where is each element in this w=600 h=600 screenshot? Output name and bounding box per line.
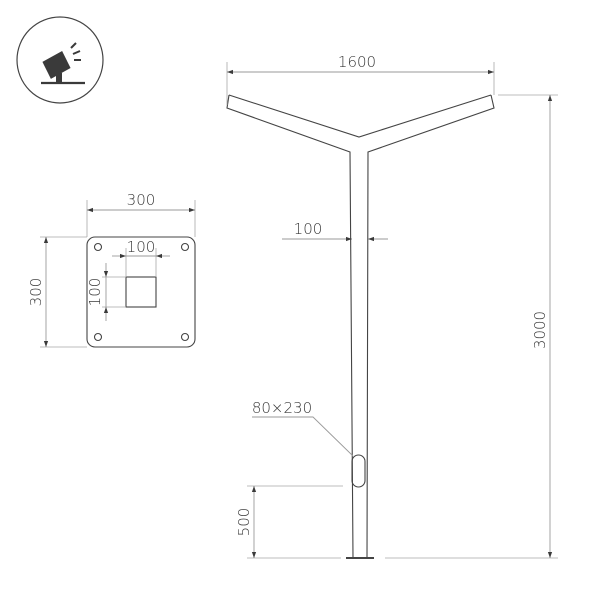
hatch-height-label: 500 [235, 508, 253, 537]
pole-height-label: 3000 [531, 311, 549, 349]
pole-diameter-label: 100 [294, 220, 323, 238]
opening-height-label: 100 [86, 278, 104, 307]
pole-view: 1600 100 3000 80×230 500 [226, 53, 558, 559]
span-label: 1600 [338, 53, 376, 71]
hatch-slot [351, 454, 366, 488]
street-light-icon [16, 16, 104, 104]
base-plate-view: 300 300 100 100 [27, 191, 196, 348]
plate-opening [125, 276, 157, 308]
opening-width-label: 100 [127, 238, 156, 256]
plate-height-label: 300 [27, 278, 45, 307]
hatch-size-label: 80×230 [252, 399, 312, 417]
plate-width-label: 300 [127, 191, 156, 209]
